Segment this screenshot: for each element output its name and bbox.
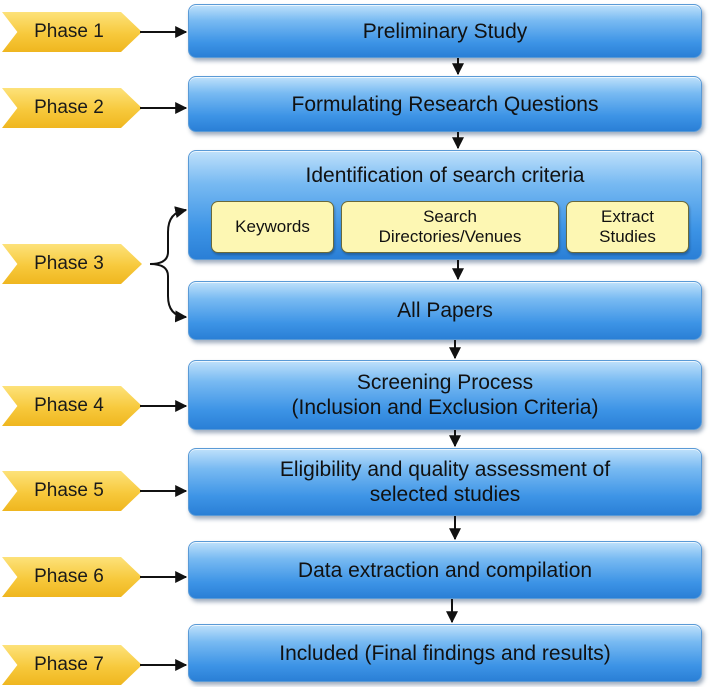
step-label-line1: Eligibility and quality assessment of (279, 458, 611, 481)
phase-3-tag: Phase 3 (2, 244, 142, 284)
step-label: Preliminary Study (362, 19, 528, 43)
criteria-label-line1: Search (423, 207, 477, 226)
step-label-line1: Screening Process (356, 371, 534, 394)
phase-5-tag: Phase 5 (2, 471, 142, 511)
step-label: Formulating Research Questions (291, 92, 599, 116)
step-screening: Screening Process (Inclusion and Exclusi… (188, 360, 702, 430)
phase-4-tag: Phase 4 (2, 386, 142, 426)
step-label: Identification of search criteria (305, 164, 585, 187)
criteria-extract-studies: Extract Studies (566, 201, 689, 253)
criteria-label: Keywords (235, 217, 310, 236)
step-preliminary-study: Preliminary Study (188, 4, 702, 58)
step-label: Included (Final findings and results) (279, 641, 611, 665)
step-included: Included (Final findings and results) (188, 624, 702, 682)
step-label: All Papers (397, 299, 493, 322)
phase-6-tag: Phase 6 (2, 557, 142, 597)
step-label-line2: selected studies (369, 483, 521, 506)
step-eligibility: Eligibility and quality assessment of se… (188, 448, 702, 516)
criteria-label-line1: Extract (601, 207, 654, 226)
criteria-label-line2: Studies (599, 227, 656, 246)
criteria-keywords: Keywords (211, 201, 334, 253)
phase-1-tag: Phase 1 (2, 12, 142, 52)
step-all-papers: All Papers (188, 281, 702, 340)
step-data-extraction: Data extraction and compilation (188, 541, 702, 599)
phase-7-tag: Phase 7 (2, 645, 142, 685)
phase-3-brace-top-arrow (174, 206, 188, 219)
step-research-questions: Formulating Research Questions (188, 76, 702, 132)
phase-3-brace (149, 209, 188, 323)
step-label-line2: (Inclusion and Exclusion Criteria) (291, 396, 599, 419)
step-label: Data extraction and compilation (297, 558, 593, 582)
criteria-directories: Search Directories/Venues (341, 201, 559, 253)
phase-2-tag: Phase 2 (2, 88, 142, 128)
criteria-label-line2: Directories/Venues (378, 227, 522, 246)
